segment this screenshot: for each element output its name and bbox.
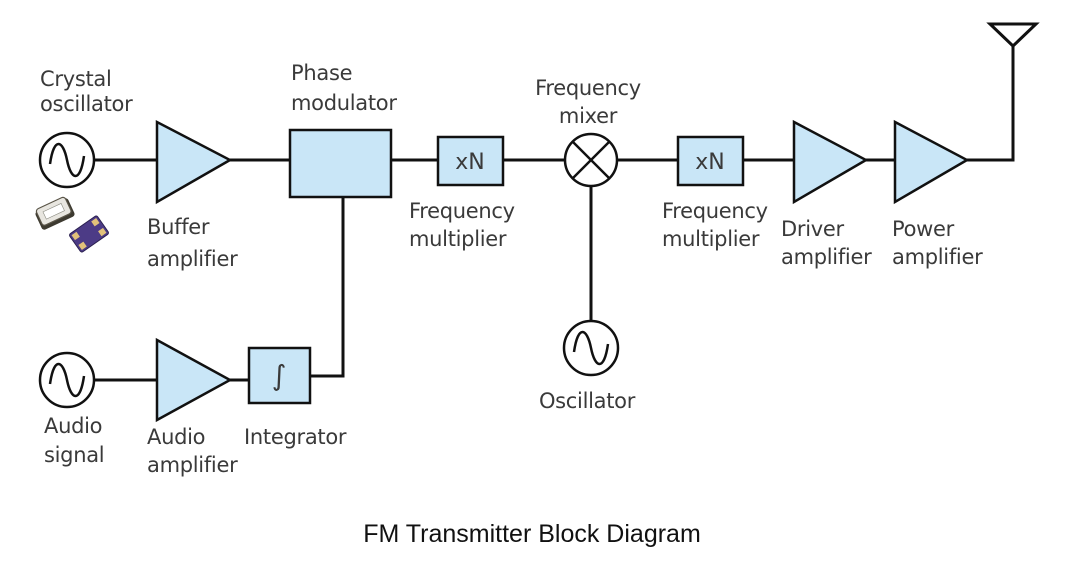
audio-amplifier: Audio amplifier <box>147 337 238 477</box>
buffer-amplifier-label-2: amplifier <box>147 247 238 271</box>
phase-modulator-block <box>288 128 393 199</box>
multiplier-1-symbol: xN <box>455 150 484 175</box>
amplifier-triangle-icon <box>155 337 233 423</box>
wires <box>94 46 1015 382</box>
multiplier-2-block <box>676 135 745 187</box>
antenna-icon <box>986 22 1040 49</box>
crystal-oscillator-label-1: Crystal <box>40 67 112 91</box>
integrator: ∫ Integrator <box>244 346 347 449</box>
phase-modulator: Phase modulator <box>288 61 398 199</box>
phase-modulator-label-2: modulator <box>291 91 397 115</box>
multiplier-1-label-2: multiplier <box>409 227 507 251</box>
crystal-oscillator-label-2: oscillator <box>40 92 133 116</box>
audio-amplifier-label-1: Audio <box>147 425 205 449</box>
phase-modulator-label-1: Phase <box>291 61 352 85</box>
amplifier-triangle-icon <box>893 119 970 205</box>
diagram-title: FM Transmitter Block Diagram <box>363 520 701 548</box>
frequency-mixer-label-2: mixer <box>559 104 618 128</box>
sine-wave-icon <box>48 362 86 398</box>
frequency-mixer: Frequency mixer <box>535 76 641 188</box>
audio-signal-label-1: Audio <box>44 414 102 438</box>
driver-amplifier-label-2: amplifier <box>781 245 872 269</box>
audio-signal: Audio signal <box>38 351 105 467</box>
power-amplifier: Power amplifier <box>892 119 983 269</box>
buffer-amplifier: Buffer amplifier <box>147 119 238 271</box>
power-amplifier-label-1: Power <box>892 217 955 241</box>
power-amplifier-label-2: amplifier <box>892 245 983 269</box>
multiplier-2-label-2: multiplier <box>662 227 760 251</box>
audio-signal-label-2: signal <box>44 443 104 467</box>
wire-integrator-to-phase-modulator <box>310 197 345 378</box>
frequency-mixer-label-1: Frequency <box>535 76 641 100</box>
frequency-multiplier-1: xN Frequency multiplier <box>409 135 515 251</box>
audio-amplifier-label-2: amplifier <box>147 453 238 477</box>
integrator-block <box>247 346 312 405</box>
buffer-amplifier-label-1: Buffer <box>147 215 210 239</box>
oscillator-label: Oscillator <box>539 389 636 413</box>
amplifier-triangle-icon <box>792 119 869 205</box>
integrator-label: Integrator <box>244 425 347 449</box>
multiplier-2-symbol: xN <box>695 150 724 175</box>
amplifier-triangle-icon <box>155 119 233 205</box>
mixer-cross-icon <box>572 141 610 179</box>
driver-amplifier-label-1: Driver <box>781 217 844 241</box>
wire-power-to-antenna <box>967 46 1015 162</box>
multiplier-1-label-1: Frequency <box>409 199 515 223</box>
crystal-chip-icon <box>35 196 109 253</box>
frequency-multiplier-2: xN Frequency multiplier <box>662 135 768 251</box>
sine-wave-icon <box>48 142 86 178</box>
crystal-oscillator: Crystal oscillator <box>38 67 133 189</box>
multiplier-1-block <box>436 135 505 187</box>
sine-wave-icon <box>572 330 610 366</box>
oscillator: Oscillator <box>539 319 636 413</box>
integral-icon: ∫ <box>272 359 287 392</box>
driver-amplifier: Driver amplifier <box>781 119 872 269</box>
multiplier-2-label-1: Frequency <box>662 199 768 223</box>
